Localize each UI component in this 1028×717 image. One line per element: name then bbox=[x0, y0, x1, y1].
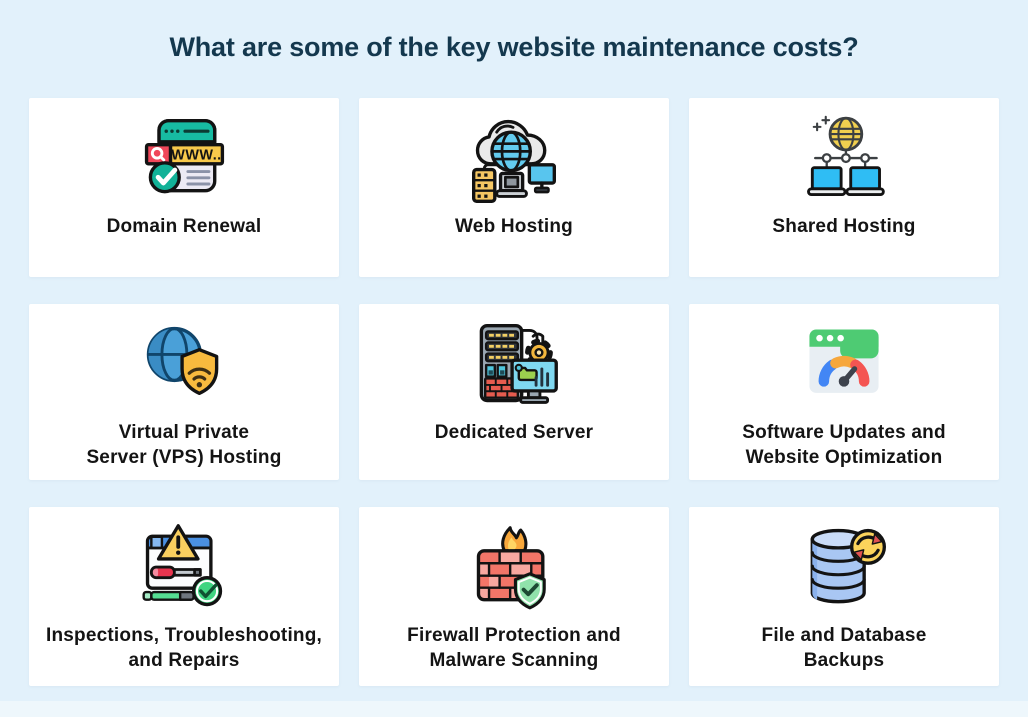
cloud-server-network-icon bbox=[466, 112, 562, 208]
warning-screwdriver-icon bbox=[136, 521, 232, 617]
svg-text:WWW..: WWW.. bbox=[171, 148, 221, 164]
card-label: Firewall Protection and Malware Scanning bbox=[407, 625, 621, 671]
globe-shield-icon bbox=[136, 318, 232, 414]
card-inspections: Inspections, Troubleshooting, and Repair… bbox=[29, 507, 339, 686]
card-label: Web Hosting bbox=[455, 216, 573, 237]
card-shared-hosting: Shared Hosting bbox=[689, 98, 999, 277]
cards-grid: WWW.. Domain Renewal bbox=[29, 98, 999, 686]
card-dedicated-server: Dedicated Server bbox=[359, 304, 669, 480]
card-domain-renewal: WWW.. Domain Renewal bbox=[29, 98, 339, 277]
card-label: Inspections, Troubleshooting, and Repair… bbox=[45, 625, 323, 671]
server-tower-monitor-icon bbox=[466, 318, 562, 414]
card-label: Shared Hosting bbox=[772, 216, 916, 237]
card-label: Domain Renewal bbox=[106, 216, 262, 237]
card-label: Software Updates and Website Optimizatio… bbox=[742, 422, 946, 468]
firewall-flame-shield-icon bbox=[466, 521, 562, 617]
page-title: What are some of the key website mainten… bbox=[169, 32, 859, 62]
card-vps-hosting: Virtual Private Server (VPS) Hosting bbox=[29, 304, 339, 480]
bottom-strip bbox=[0, 701, 1028, 717]
card-label: Dedicated Server bbox=[434, 422, 594, 443]
card-web-hosting: Web Hosting bbox=[359, 98, 669, 277]
card-backups: File and Database Backups bbox=[689, 507, 999, 686]
globe-laptops-network-icon bbox=[796, 112, 892, 208]
database-sync-icon bbox=[796, 521, 892, 617]
card-label: Virtual Private Server (VPS) Hosting bbox=[86, 422, 282, 468]
domain-renewal-browser-icon: WWW.. bbox=[136, 112, 232, 208]
card-software-updates: Software Updates and Website Optimizatio… bbox=[689, 304, 999, 480]
browser-speedometer-icon bbox=[796, 318, 892, 414]
card-firewall: Firewall Protection and Malware Scanning bbox=[359, 507, 669, 686]
card-label: File and Database Backups bbox=[761, 625, 927, 671]
